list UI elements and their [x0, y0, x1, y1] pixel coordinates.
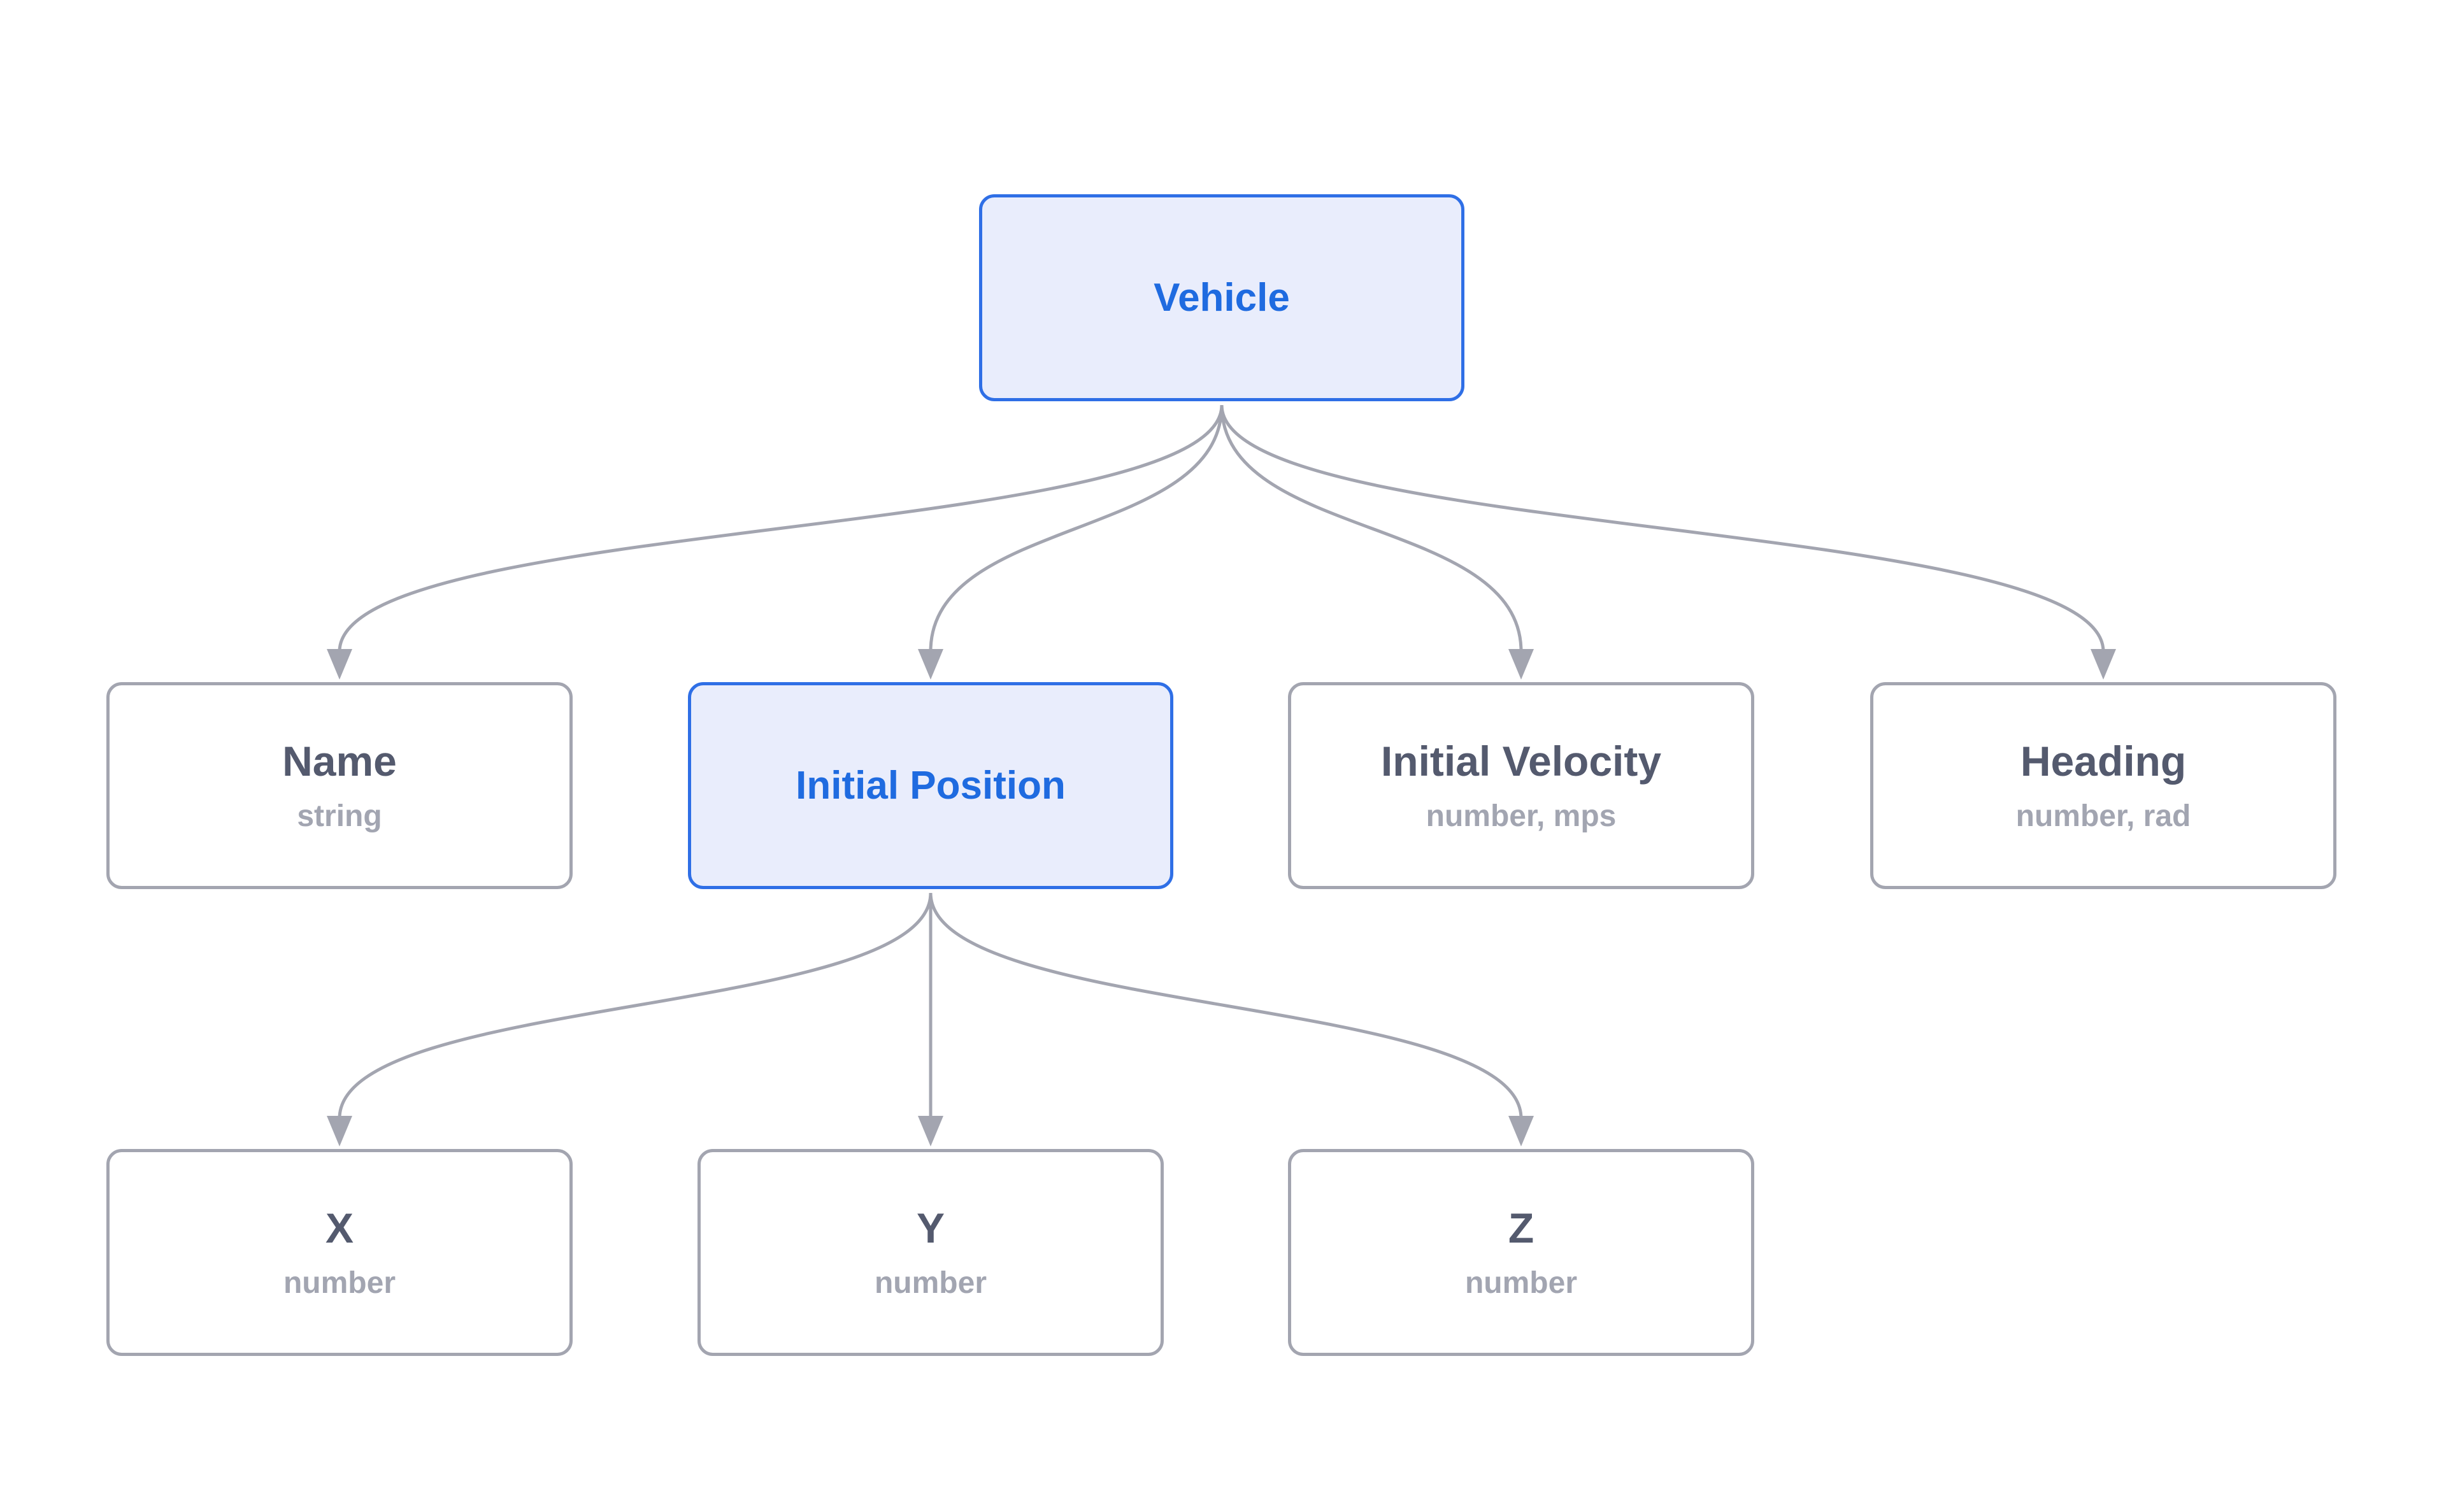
node-heading[interactable]: Heading number, rad [1870, 682, 2336, 889]
edge-initial_position-to-x [338, 892, 933, 1119]
node-y[interactable]: Y number [697, 1149, 1164, 1356]
node-title: Initial Position [796, 763, 1066, 808]
node-name[interactable]: Name string [106, 682, 573, 889]
node-title: X [325, 1204, 354, 1252]
node-type: number [1464, 1266, 1577, 1301]
arrowhead-heading [2091, 649, 2116, 680]
node-type: number, rad [2015, 799, 2191, 834]
node-type: number, mps [1426, 799, 1617, 834]
node-title: Initial Velocity [1380, 738, 1662, 785]
node-initial-position[interactable]: Initial Position [688, 682, 1173, 889]
arrowhead-initial_position [918, 649, 943, 680]
edge-vehicle-to-initial_position [929, 404, 1224, 652]
node-vehicle[interactable]: Vehicle [979, 194, 1464, 401]
arrowhead-y [918, 1116, 943, 1146]
node-initial-velocity[interactable]: Initial Velocity number, mps [1288, 682, 1754, 889]
edge-vehicle-to-initial_velocity [1220, 404, 1523, 652]
node-title: Z [1508, 1204, 1534, 1252]
node-title: Name [282, 738, 397, 785]
arrowhead-name [327, 649, 352, 680]
node-type: string [297, 799, 382, 834]
edge-initial_position-to-z [929, 892, 1523, 1119]
node-type: number [283, 1266, 396, 1301]
node-x[interactable]: X number [106, 1149, 573, 1356]
arrowhead-z [1508, 1116, 1534, 1146]
arrowhead-x [327, 1116, 352, 1146]
edge-vehicle-to-heading [1220, 404, 2105, 652]
edge-vehicle-to-name [338, 404, 1224, 652]
node-z[interactable]: Z number [1288, 1149, 1754, 1356]
node-type: number [874, 1266, 987, 1301]
node-title: Y [916, 1204, 945, 1252]
node-title: Heading [2020, 738, 2187, 785]
arrowhead-initial_velocity [1508, 649, 1534, 680]
node-title: Vehicle [1154, 275, 1290, 320]
